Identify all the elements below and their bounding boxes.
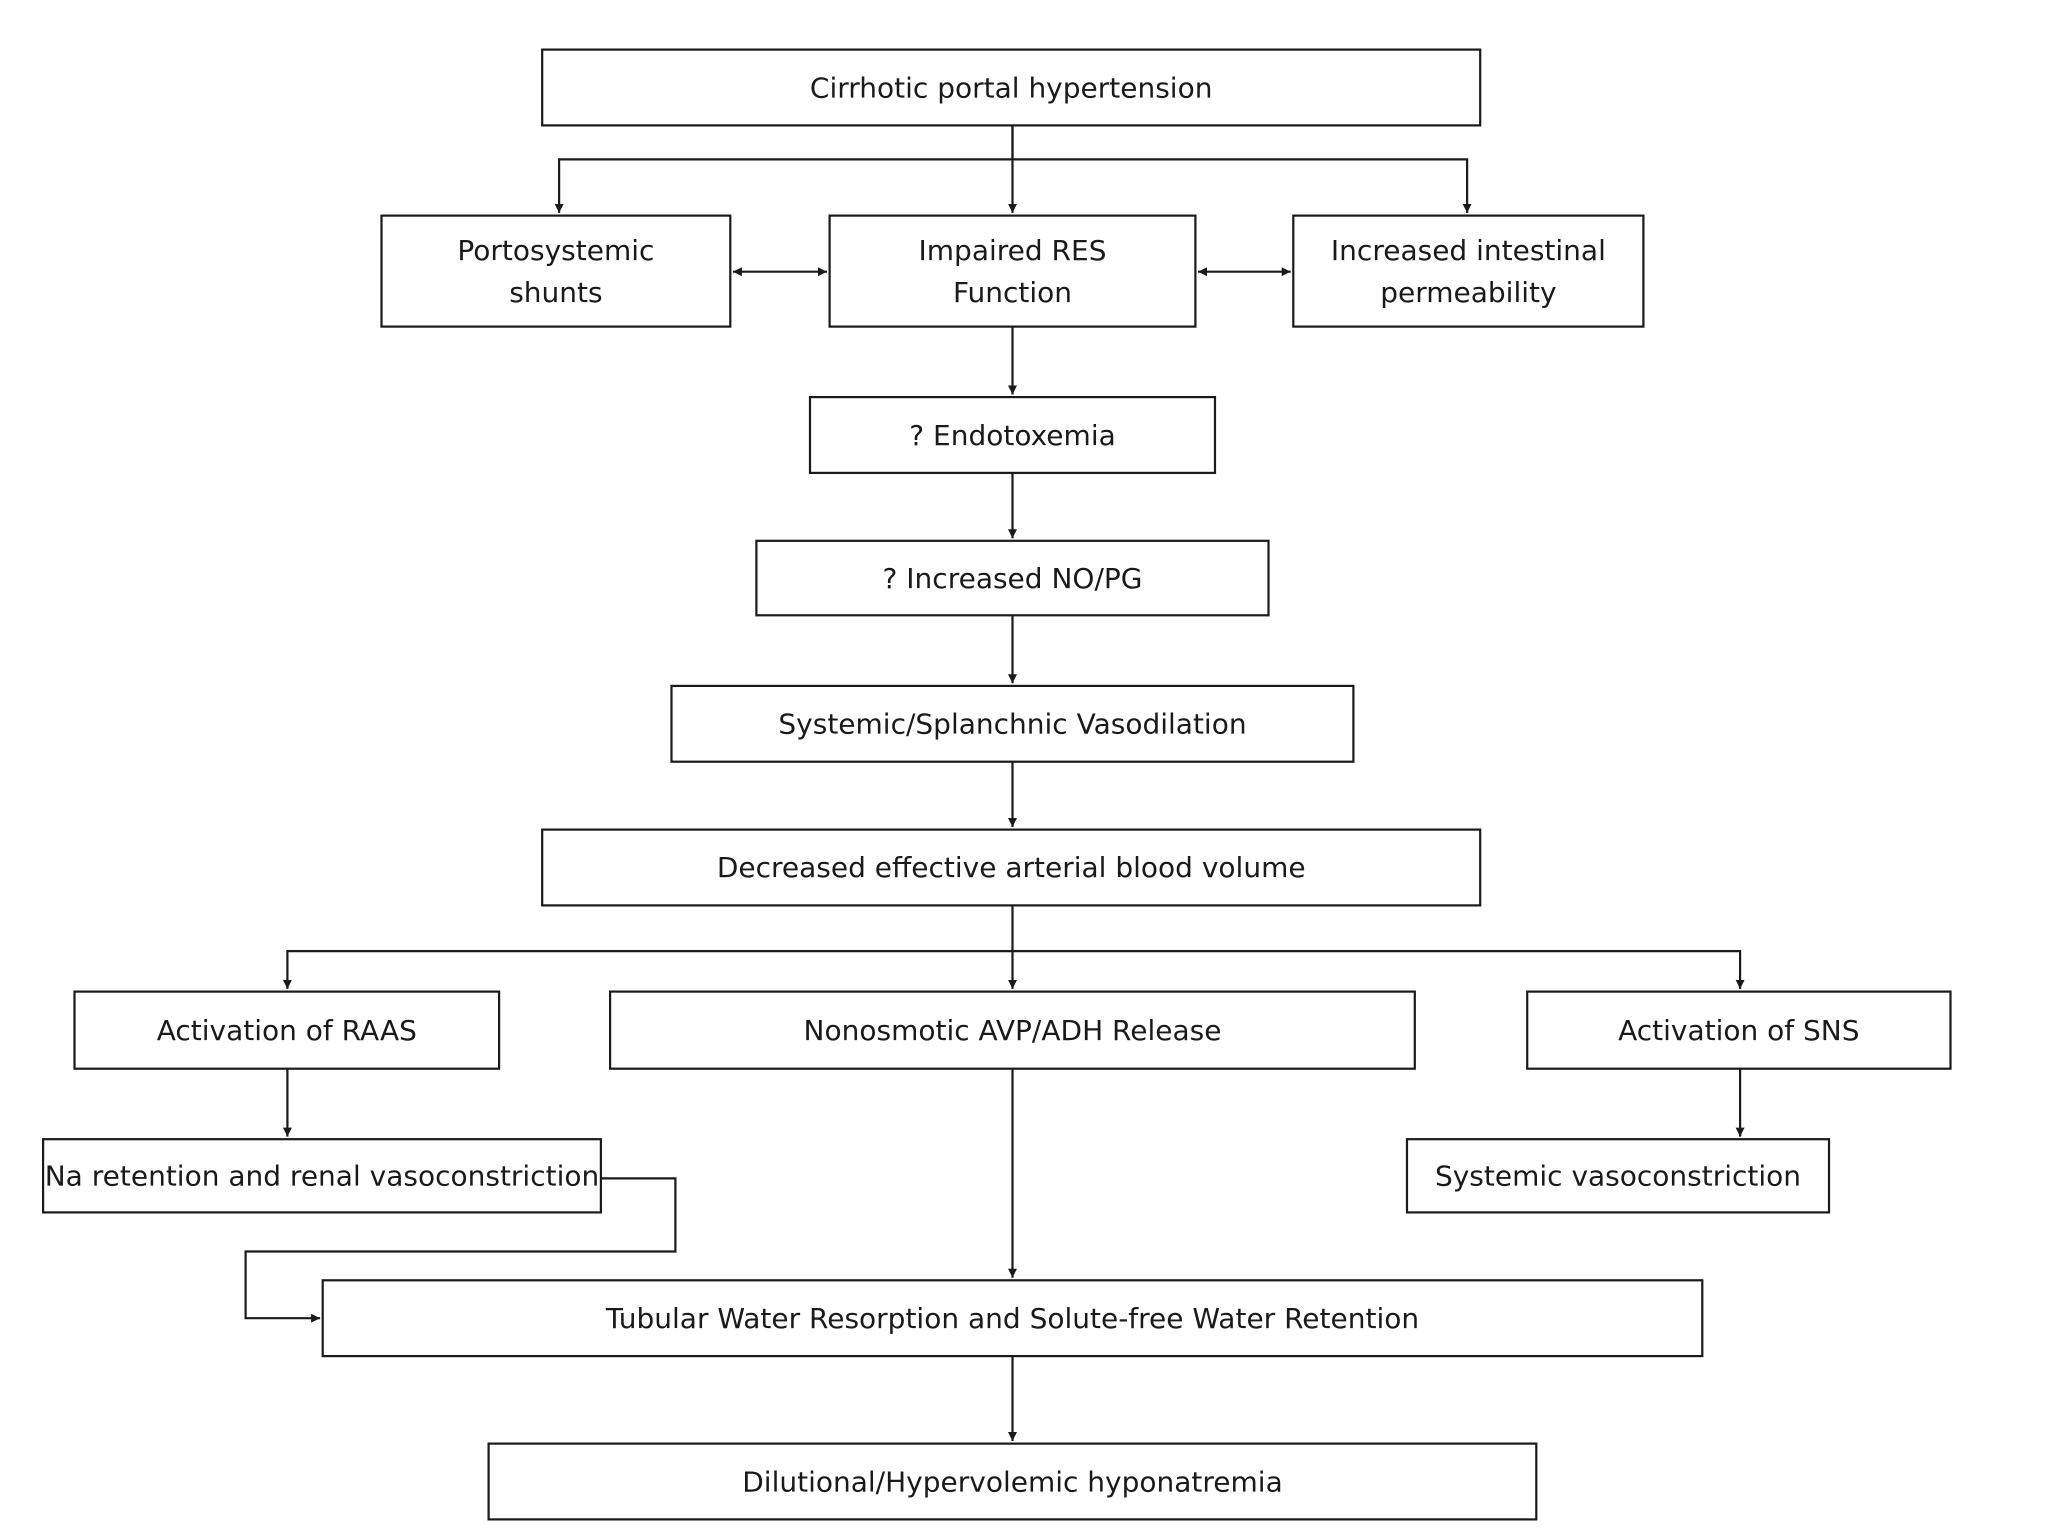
node-avp: Nonosmotic AVP/ADH Release [608, 990, 1416, 1070]
node-shunts-label-line-1: Portosystemic [457, 234, 654, 267]
node-cirrhotic: Cirrhotic portal hypertension [541, 48, 1482, 127]
node-sns: Activation of SNS [1526, 990, 1952, 1070]
node-shunts-label-line-2: shunts [509, 276, 602, 309]
node-eabv: Decreased effective arterial blood volum… [541, 828, 1482, 907]
node-res-label-line-1: Impaired RES [919, 234, 1107, 267]
node-res-box [828, 214, 1197, 328]
node-sysvaso-box [1405, 1138, 1831, 1214]
connector-eabv-to-raas [282, 905, 1014, 989]
node-layer: Cirrhotic portal hypertensionPortosystem… [41, 48, 1952, 1521]
node-sysvaso-label-line-1: Systemic vasoconstriction [1435, 1160, 1801, 1193]
node-shunts: Portosystemic shunts [380, 214, 732, 328]
connector-cirrhotic-to-shunts [554, 125, 1014, 213]
connector-eabv-to-sns [1012, 949, 1745, 989]
node-eabv-box [541, 828, 1482, 907]
node-permeability: Increased intestinal permeability [1292, 214, 1645, 328]
node-sns-label-line-1: Activation of SNS [1618, 1014, 1859, 1047]
node-vasodilation: Systemic/Splanchnic Vasodilation [670, 684, 1355, 763]
node-vasodilation-label-line-1: Systemic/Splanchnic Vasodilation [778, 708, 1246, 741]
node-avp-box [608, 990, 1416, 1070]
node-endotoxemia-label-line-1: ? Endotoxemia [909, 419, 1116, 452]
node-shunts-box [380, 214, 732, 328]
connector-layer [244, 125, 1745, 1441]
node-eabv-label-line-1: Decreased effective arterial blood volum… [717, 851, 1306, 884]
node-nopg-box [755, 539, 1270, 617]
node-na: Na retention and renal vasoconstriction [41, 1138, 602, 1214]
node-tubular-label-line-1: Tubular Water Resorption and Solute-free… [605, 1302, 1419, 1335]
node-na-box [41, 1138, 602, 1214]
node-nopg: ? Increased NO/PG [755, 539, 1270, 617]
node-raas-box [73, 990, 501, 1070]
node-res: Impaired RES Function [828, 214, 1197, 328]
node-permeability-label-line-1: Increased intestinal [1331, 234, 1606, 267]
node-avp-label-line-1: Nonosmotic AVP/ADH Release [804, 1014, 1222, 1047]
node-tubular-box [321, 1279, 1704, 1358]
node-endotoxemia: ? Endotoxemia [808, 396, 1217, 475]
node-dilutional: Dilutional/Hypervolemic hyponatremia [487, 1442, 1538, 1521]
node-na-label-line-1: Na retention and renal vasoconstriction [45, 1160, 600, 1193]
node-sysvaso: Systemic vasoconstriction [1405, 1138, 1831, 1214]
node-dilutional-label-line-1: Dilutional/Hypervolemic hyponatremia [742, 1465, 1283, 1498]
node-endotoxemia-box [808, 396, 1217, 475]
node-nopg-label-line-1: ? Increased NO/PG [883, 562, 1143, 595]
connector-cirrhotic-to-permeability [1012, 158, 1472, 213]
node-res-label-line-2: Function [953, 276, 1072, 309]
node-tubular: Tubular Water Resorption and Solute-free… [321, 1279, 1704, 1358]
node-permeability-label-line-2: permeability [1380, 276, 1556, 309]
connector-na-to-tubular [244, 1177, 677, 1323]
node-raas: Activation of RAAS [73, 990, 501, 1070]
node-cirrhotic-box [541, 48, 1482, 127]
node-cirrhotic-label-line-1: Cirrhotic portal hypertension [810, 71, 1213, 104]
node-vasodilation-box [670, 684, 1355, 763]
node-permeability-box [1292, 214, 1645, 328]
node-dilutional-box [487, 1442, 1538, 1521]
node-sns-box [1526, 990, 1952, 1070]
node-raas-label-line-1: Activation of RAAS [157, 1014, 417, 1047]
